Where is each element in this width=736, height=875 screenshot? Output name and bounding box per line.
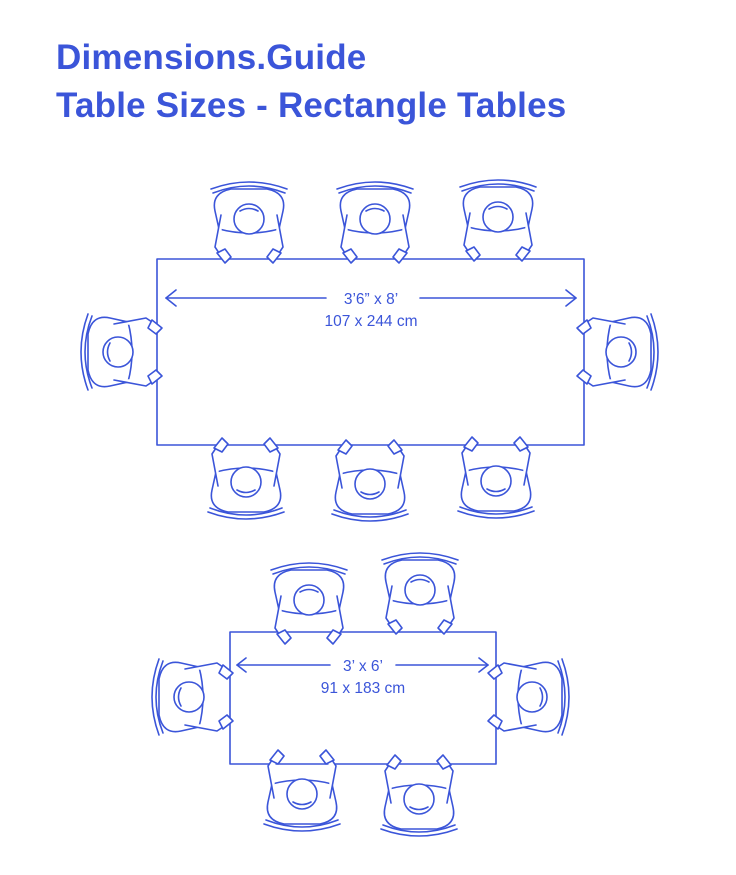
person-icon bbox=[207, 437, 285, 520]
small-table-group: 3’ x 6’ 91 x 183 cm bbox=[151, 552, 570, 837]
person-icon bbox=[457, 436, 535, 519]
person-icon bbox=[80, 313, 163, 391]
large-table-size-metric: 107 x 244 cm bbox=[324, 313, 417, 330]
person-icon bbox=[210, 181, 288, 264]
large-table-size-imperial: 3’6” x 8’ bbox=[344, 291, 398, 308]
person-icon bbox=[336, 181, 414, 264]
person-icon bbox=[459, 179, 537, 262]
person-icon bbox=[487, 658, 570, 736]
brand-title: Dimensions.Guide bbox=[56, 38, 367, 77]
person-icon bbox=[576, 313, 659, 391]
person-icon bbox=[381, 552, 459, 635]
small-table bbox=[229, 631, 497, 765]
person-icon bbox=[151, 658, 234, 736]
small-table-size-imperial: 3’ x 6’ bbox=[343, 658, 383, 675]
large-table-group: 3’6” x 8’ 107 x 244 cm bbox=[80, 179, 659, 522]
page-title: Table Sizes - Rectangle Tables bbox=[56, 86, 567, 125]
person-icon bbox=[380, 754, 458, 837]
small-table-size-metric: 91 x 183 cm bbox=[321, 680, 405, 697]
large-dimension-arrow bbox=[165, 289, 577, 307]
person-icon bbox=[331, 439, 409, 522]
small-dimension-arrow bbox=[236, 657, 489, 673]
large-table bbox=[156, 258, 585, 446]
